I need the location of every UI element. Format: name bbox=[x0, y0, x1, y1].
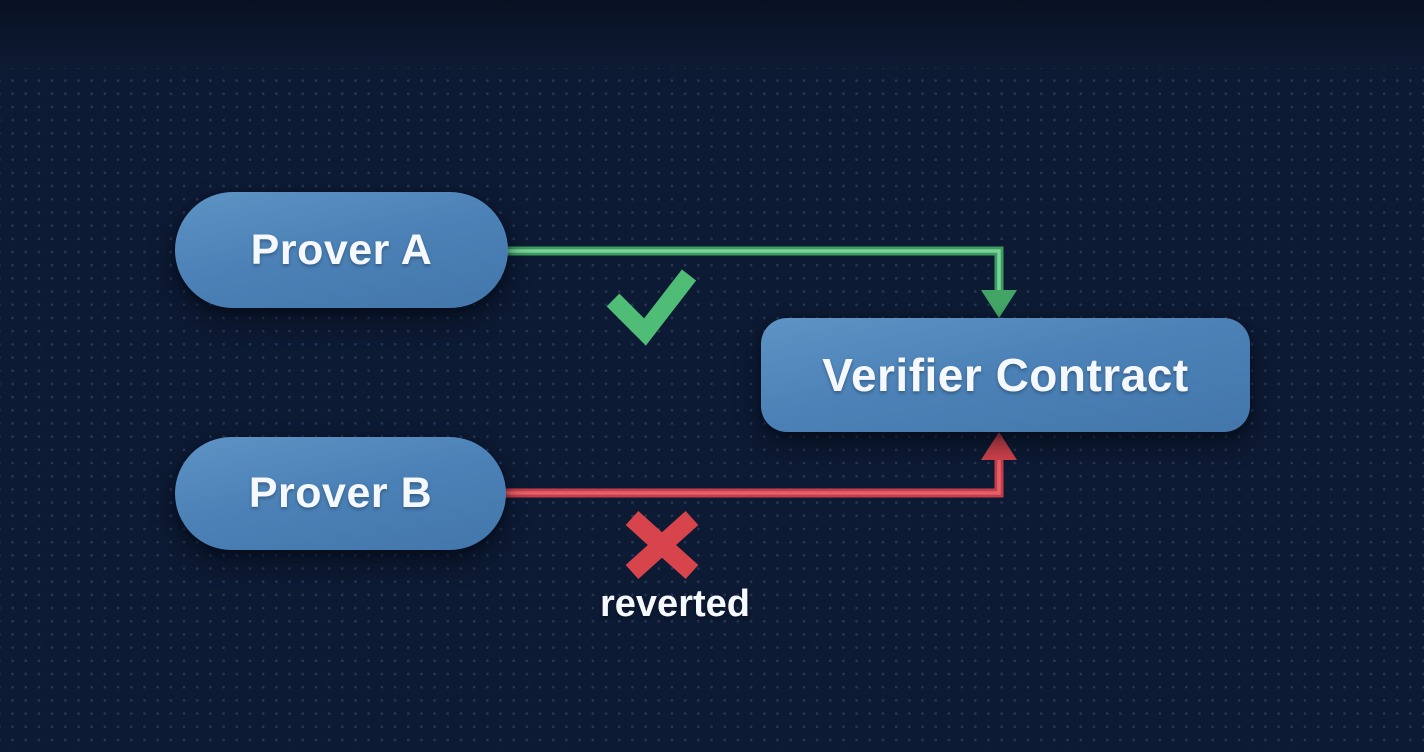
node-prover-a-label: Prover A bbox=[250, 225, 433, 274]
node-verifier-contract: Verifier Contract bbox=[761, 318, 1250, 432]
node-verifier-contract-label: Verifier Contract bbox=[822, 349, 1189, 401]
node-prover-b: Prover B bbox=[175, 437, 506, 550]
node-prover-a: Prover A bbox=[175, 192, 508, 308]
reverted-label: reverted bbox=[600, 583, 750, 625]
top-shade-band bbox=[0, 0, 1424, 70]
node-prover-b-label: Prover B bbox=[248, 469, 433, 517]
